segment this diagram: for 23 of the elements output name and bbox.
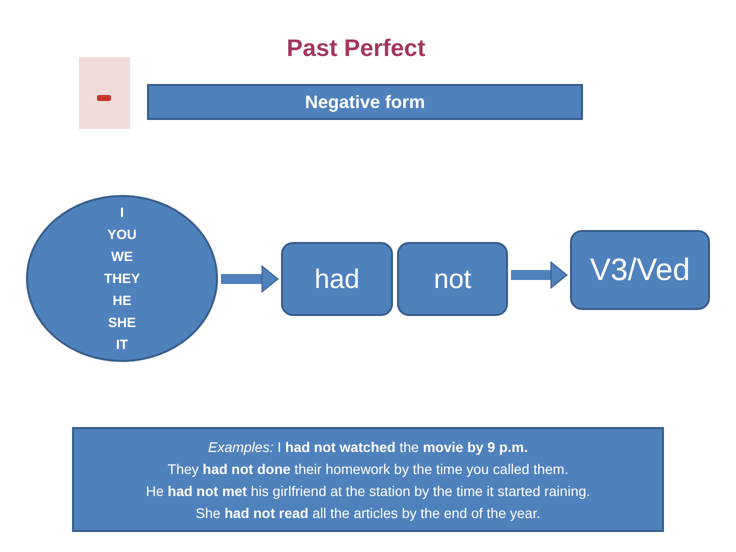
example-sentence: Examples: I had not watched the movie by 9 p.m. (208, 438, 528, 457)
node-label: not (434, 262, 472, 296)
heading-text: Negative form (304, 90, 426, 114)
pronoun-text: SHE (108, 314, 136, 332)
pronoun-text: HE (112, 292, 132, 310)
node-label: had (314, 262, 360, 296)
example-sentence: She had not read all the articles by the end of the year. (196, 504, 540, 523)
title: Past Perfect (286, 34, 426, 64)
example-sentence: They had not done their homework by the time you called them. (168, 460, 568, 479)
verb-form-box (570, 230, 710, 310)
auxiliary-box (397, 242, 508, 316)
pronoun-text: YOU (107, 226, 137, 244)
examples-panel (72, 427, 664, 532)
pronoun-text: THEY (104, 270, 140, 288)
pronoun-text: I (120, 204, 124, 222)
pronoun-text: WE (111, 248, 133, 266)
arrow (511, 262, 568, 288)
arrow (221, 266, 278, 292)
auxiliary-box (281, 242, 393, 316)
heading-bar (147, 84, 583, 120)
node-label: V3/Ved (590, 250, 690, 289)
example-sentence: He had not met his girlfriend at the station by the time it started raining. (146, 482, 590, 501)
pronoun-text: IT (116, 336, 128, 354)
